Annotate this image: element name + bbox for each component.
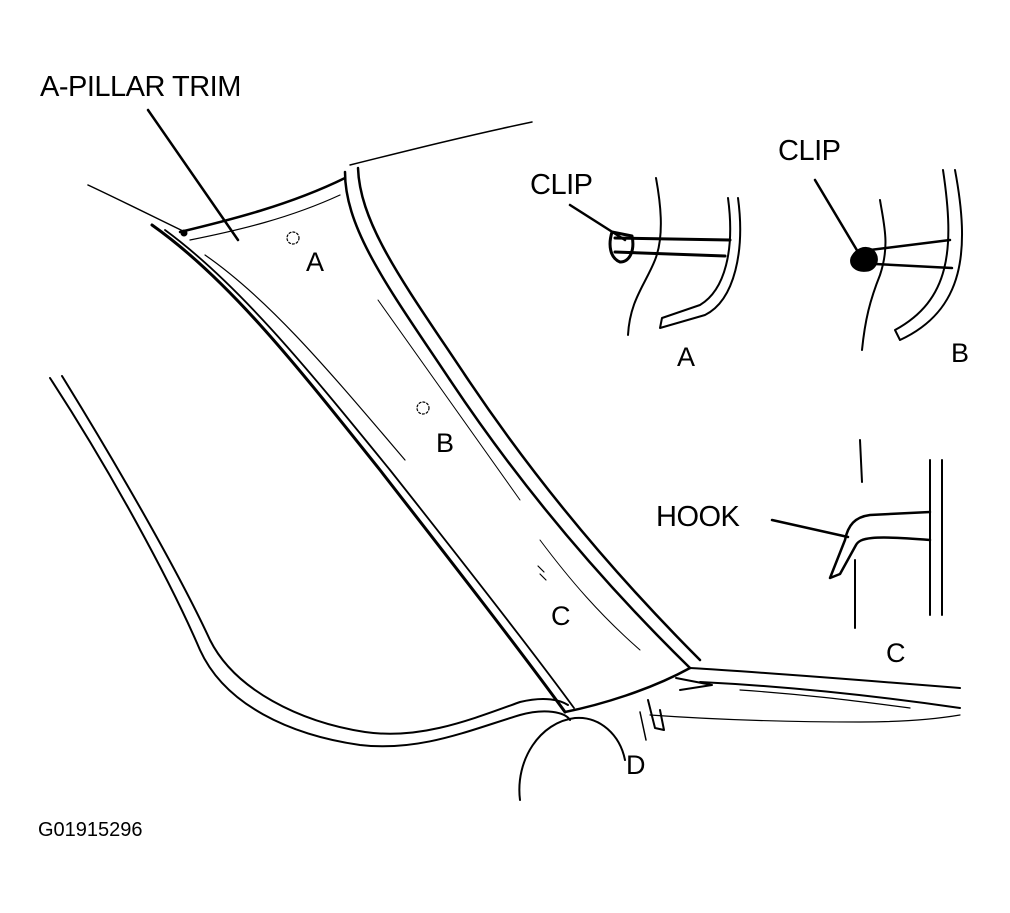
detail-b-body-panel [894,169,963,341]
detail-c-trim [854,439,863,629]
detail-b-leader [813,178,860,254]
detail-c-label: C [886,638,906,668]
detail-a-clip-shaft [613,236,732,258]
detail-a-trim [627,177,662,336]
detail-a-leader [568,203,627,242]
roof-edge-line [87,184,186,233]
detail-b-label: B [951,338,970,368]
detail-a-clip-head [608,230,635,264]
trim-left-edge-inner [164,229,575,709]
point-c-label: C [551,601,571,631]
detail-c-hook [828,510,932,580]
detail-b-trim [861,199,887,351]
dash-second-line [699,681,961,709]
clip-b-label: CLIP [778,135,841,167]
detail-a-body-panel [659,197,742,329]
headliner-line [349,121,533,166]
point-d-label: D [626,750,646,780]
detail-a-label: A [677,342,696,372]
windshield-frame-outer [49,377,571,748]
trim-right-edge-mid-2 [539,539,641,651]
hook-location-c [537,565,547,581]
point-a-label: A [306,247,325,277]
clip-location-a [286,231,300,245]
trim-right-edge-mid [377,299,521,501]
dash-arrow-tip [675,677,713,691]
trim-top-edge-inner [189,194,341,241]
hook-label: HOOK [656,501,740,533]
trim-bottom-curve [563,666,692,714]
a-pillar-trim-label: A-PILLAR TRIM [40,71,241,103]
detail-b-clip-shaft [868,238,954,270]
bracket-d-2 [639,711,647,741]
windshield-frame-inner [61,375,569,735]
trim-leader-line [146,108,240,242]
figure-id: G01915296 [38,819,143,841]
mirror-knob [518,716,626,801]
detail-c-leader [770,518,850,539]
dash-top-line [689,667,961,689]
trim-left-edge-detail [204,254,406,461]
point-b-label: B [436,428,455,458]
trim-right-edge-outer [343,170,692,670]
clip-location-b [416,401,430,415]
bracket-d [647,699,665,731]
trim-right-edge-inner [356,166,702,662]
trim-top-edge [178,176,347,234]
trim-left-edge-outer [150,223,567,714]
detail-c-body-panel [929,459,943,616]
detail-b-clip-head [850,246,878,272]
dash-lower-line [649,714,961,723]
dash-third-line [739,689,911,709]
trim-corner-dot [180,229,188,237]
clip-a-label: CLIP [530,169,593,201]
